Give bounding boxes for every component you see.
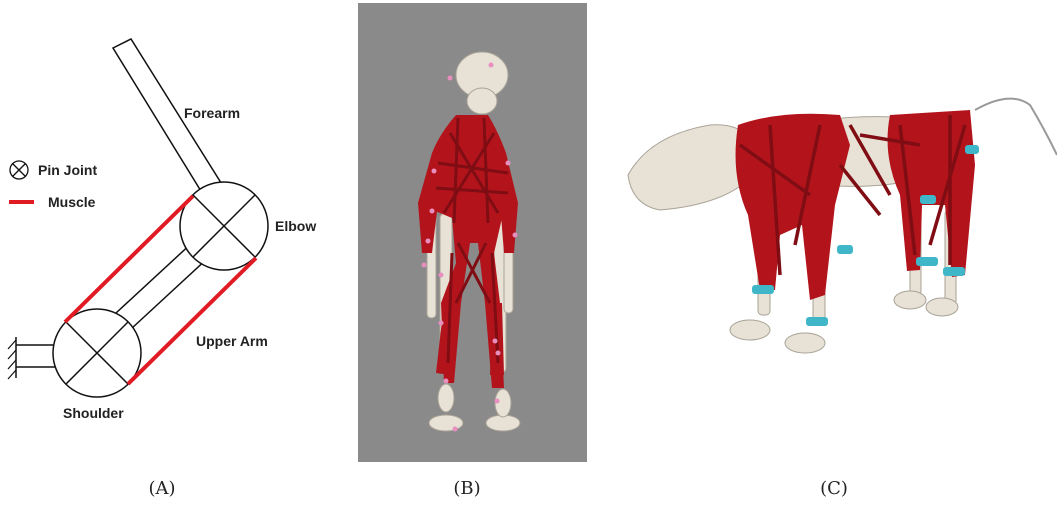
pin-joint-legend-icon bbox=[10, 161, 28, 179]
forearm-label: Forearm bbox=[184, 105, 240, 121]
upper-arm-label: Upper Arm bbox=[196, 333, 268, 349]
quadruped-musculoskeletal-model-image bbox=[620, 85, 1057, 375]
human-musculoskeletal-model-image bbox=[358, 3, 587, 462]
caption-c: (C) bbox=[794, 478, 874, 499]
elbow-label: Elbow bbox=[275, 218, 316, 234]
caption-b: (B) bbox=[427, 478, 507, 499]
arm-schematic-diagram: Pin Joint Muscle Forearm Elbow Upper Arm… bbox=[0, 0, 330, 470]
muscle-lower bbox=[128, 258, 256, 384]
ground-mount bbox=[8, 337, 55, 379]
animal-tail bbox=[975, 99, 1057, 155]
animal-skull bbox=[628, 125, 750, 210]
legend-pin-joint-label: Pin Joint bbox=[38, 162, 97, 178]
shoulder-label: Shoulder bbox=[63, 405, 124, 421]
caption-a: (A) bbox=[122, 478, 202, 499]
legend-muscle-label: Muscle bbox=[48, 194, 96, 210]
